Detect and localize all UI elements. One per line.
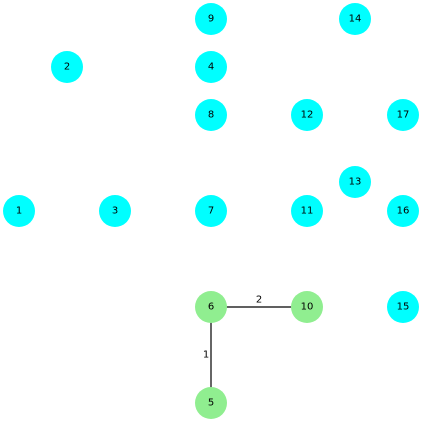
node-label: 6: [208, 302, 214, 313]
node-label: 9: [208, 14, 214, 25]
node-circle: [291, 195, 323, 227]
node-label: 5: [208, 398, 214, 409]
graph-node: 10: [291, 291, 323, 323]
graph-node: 11: [291, 195, 323, 227]
graph-node: 15: [387, 291, 419, 323]
node-label: 4: [208, 62, 214, 73]
graph-node: 9: [195, 3, 227, 35]
node-label: 14: [349, 14, 362, 25]
node-circle: [195, 51, 227, 83]
graph-node: 3: [99, 195, 131, 227]
graph-node: 17: [387, 99, 419, 131]
node-label: 10: [301, 302, 314, 313]
node-circle: [195, 99, 227, 131]
edge-weight-label: 1: [203, 350, 209, 361]
graph-node: 13: [339, 166, 371, 198]
node-label: 16: [397, 206, 410, 217]
node-circle: [195, 3, 227, 35]
node-circle: [387, 99, 419, 131]
node-label: 12: [301, 110, 314, 121]
graph-node: 2: [51, 51, 83, 83]
graph-node: 12: [291, 99, 323, 131]
node-circle: [195, 291, 227, 323]
graph-node: 5: [195, 387, 227, 419]
node-circle: [3, 195, 35, 227]
node-label: 1: [16, 206, 22, 217]
node-label: 17: [397, 110, 410, 121]
graph-node: 8: [195, 99, 227, 131]
node-label: 8: [208, 110, 214, 121]
graph-node: 1: [3, 195, 35, 227]
node-circle: [339, 3, 371, 35]
node-label: 3: [112, 206, 118, 217]
node-circle: [99, 195, 131, 227]
graph-node: 4: [195, 51, 227, 83]
node-circle: [51, 51, 83, 83]
node-label: 7: [208, 206, 214, 217]
node-label: 13: [349, 177, 362, 188]
graph-node: 6: [195, 291, 227, 323]
node-circle: [195, 195, 227, 227]
node-label: 11: [301, 206, 314, 217]
node-label: 15: [397, 302, 410, 313]
node-circle: [387, 195, 419, 227]
node-circle: [339, 166, 371, 198]
node-circle: [291, 99, 323, 131]
node-label: 2: [64, 62, 70, 73]
node-circle: [291, 291, 323, 323]
graph-node: 14: [339, 3, 371, 35]
edge-weight-label: 2: [256, 295, 262, 306]
node-circle: [195, 387, 227, 419]
graph-node: 7: [195, 195, 227, 227]
graph-node: 16: [387, 195, 419, 227]
node-circle: [387, 291, 419, 323]
